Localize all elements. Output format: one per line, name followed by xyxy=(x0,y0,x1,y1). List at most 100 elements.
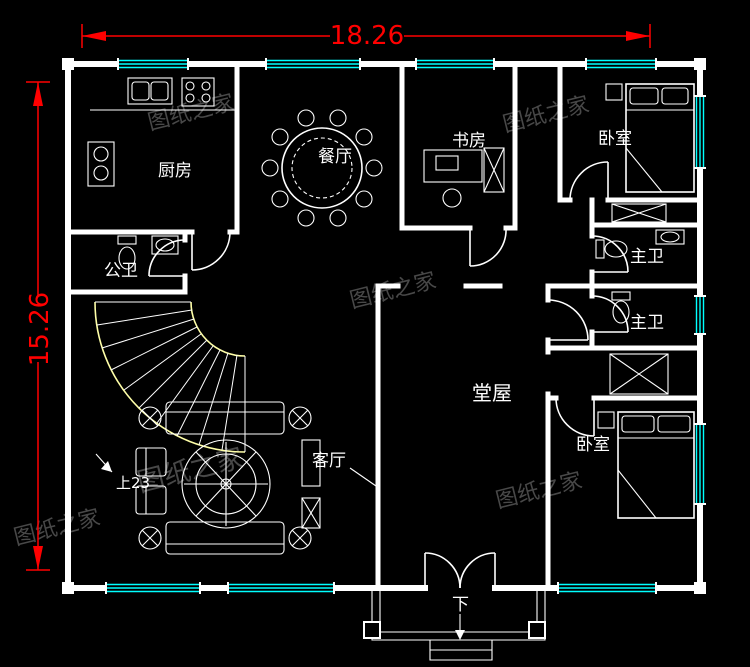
door-bedroom-top xyxy=(569,161,609,201)
stair-arrow-head xyxy=(101,461,112,472)
corner-post xyxy=(694,58,706,70)
tv-cabinet xyxy=(301,439,321,487)
corridor-wardrobe xyxy=(609,353,669,395)
pillow xyxy=(629,87,659,105)
doors xyxy=(148,161,629,589)
room-label-master-bath-upper: 主卫 xyxy=(630,247,664,267)
kitchen-sink xyxy=(127,77,173,105)
entrance-arrow-head xyxy=(455,630,465,640)
dimension-left: 15.26 xyxy=(25,81,55,571)
window xyxy=(585,58,657,70)
door-entrance-double xyxy=(424,552,496,589)
bed xyxy=(617,411,695,519)
bookshelf xyxy=(483,147,505,193)
watermark-text: 图纸之家 xyxy=(493,468,584,514)
dimension-top: 18.26 xyxy=(81,21,651,51)
door-study xyxy=(469,227,507,267)
window xyxy=(227,582,335,594)
dining-chair xyxy=(329,109,347,127)
window xyxy=(557,582,657,594)
dining-chair xyxy=(329,209,347,227)
dimension-arrow-left xyxy=(82,31,106,41)
room-label-kitchen: 厨房 xyxy=(158,161,192,181)
interior-walls xyxy=(65,61,703,591)
plant xyxy=(288,526,312,550)
window xyxy=(694,295,706,335)
window xyxy=(105,582,201,594)
study-furniture xyxy=(423,147,505,208)
dimension-width-value: 18.26 xyxy=(330,21,404,51)
wardrobe xyxy=(611,203,667,223)
spiral-stair: 上23 xyxy=(94,301,246,492)
dining-chair xyxy=(355,190,373,208)
kitchen-cabinet xyxy=(87,141,115,187)
dining-chair xyxy=(297,109,315,127)
room-label-bedroom-top: 卧室 xyxy=(598,129,632,149)
master-bath-lower-fixtures xyxy=(611,291,631,324)
bed xyxy=(625,83,695,193)
toilet-tank xyxy=(611,291,631,301)
entrance-down-label: 下 xyxy=(452,595,469,615)
window xyxy=(415,58,495,70)
stove xyxy=(181,77,215,107)
watermark-text: 图纸之家 xyxy=(11,505,102,551)
dimension-arrow-right xyxy=(626,31,650,41)
washbasin xyxy=(655,229,685,245)
window xyxy=(117,58,189,70)
door-hall-closet xyxy=(547,299,589,341)
monitor xyxy=(435,155,459,171)
room-label-master-bath-lower: 主卫 xyxy=(630,313,664,333)
toilet-tank xyxy=(117,235,137,245)
nightstand xyxy=(605,83,623,101)
kitchen-fixtures xyxy=(87,77,235,187)
nightstand xyxy=(597,411,615,429)
windows xyxy=(105,58,706,594)
dining-chair xyxy=(271,128,289,146)
corner-post xyxy=(694,582,706,594)
toilet-bowl xyxy=(604,240,628,258)
dimension-arrow-down xyxy=(33,546,43,570)
plant xyxy=(288,406,312,430)
dining-chair xyxy=(271,190,289,208)
entry-steps xyxy=(429,640,493,661)
dining-chair xyxy=(365,159,383,177)
corner-post xyxy=(62,58,74,70)
toilet-tank xyxy=(595,239,605,259)
window xyxy=(265,58,361,70)
desk-chair xyxy=(442,188,462,208)
desk xyxy=(423,149,483,183)
armchair xyxy=(135,447,167,477)
corner-post xyxy=(62,582,74,594)
door-public-bath xyxy=(148,239,186,277)
window xyxy=(694,423,706,505)
bedroom-bottom-furniture xyxy=(597,411,695,519)
dimension-height-value: 15.26 xyxy=(25,292,55,366)
dining-chair xyxy=(355,128,373,146)
dining-chair xyxy=(297,209,315,227)
watermark-text: 图纸之家 xyxy=(145,90,236,136)
room-label-public-bath: 公卫 xyxy=(104,261,138,281)
toilet-bowl xyxy=(612,300,630,324)
stair-note-label: 上23 xyxy=(116,474,150,492)
room-labels: 厨房 餐厅 书房 卧室 公卫 主卫 主卫 堂屋 客厅 卧室 xyxy=(104,129,664,487)
room-label-living: 客厅 xyxy=(312,451,346,471)
bedroom-top-furniture xyxy=(605,83,695,223)
pillow xyxy=(621,415,655,433)
plant xyxy=(138,526,162,550)
plant xyxy=(138,406,162,430)
dimension-arrow-up xyxy=(33,82,43,106)
porch-column xyxy=(528,621,546,639)
armchair xyxy=(135,485,167,515)
door-bedroom-bottom xyxy=(555,397,595,437)
pillow xyxy=(657,415,691,433)
room-label-bedroom-bottom: 卧室 xyxy=(576,435,610,455)
porch: 下 xyxy=(363,591,546,661)
living-room-furniture xyxy=(135,401,321,555)
door-kitchen xyxy=(191,231,231,271)
dining-chair xyxy=(261,159,279,177)
rug xyxy=(181,439,271,529)
toilet-bowl xyxy=(118,246,136,270)
sofa xyxy=(165,401,285,435)
